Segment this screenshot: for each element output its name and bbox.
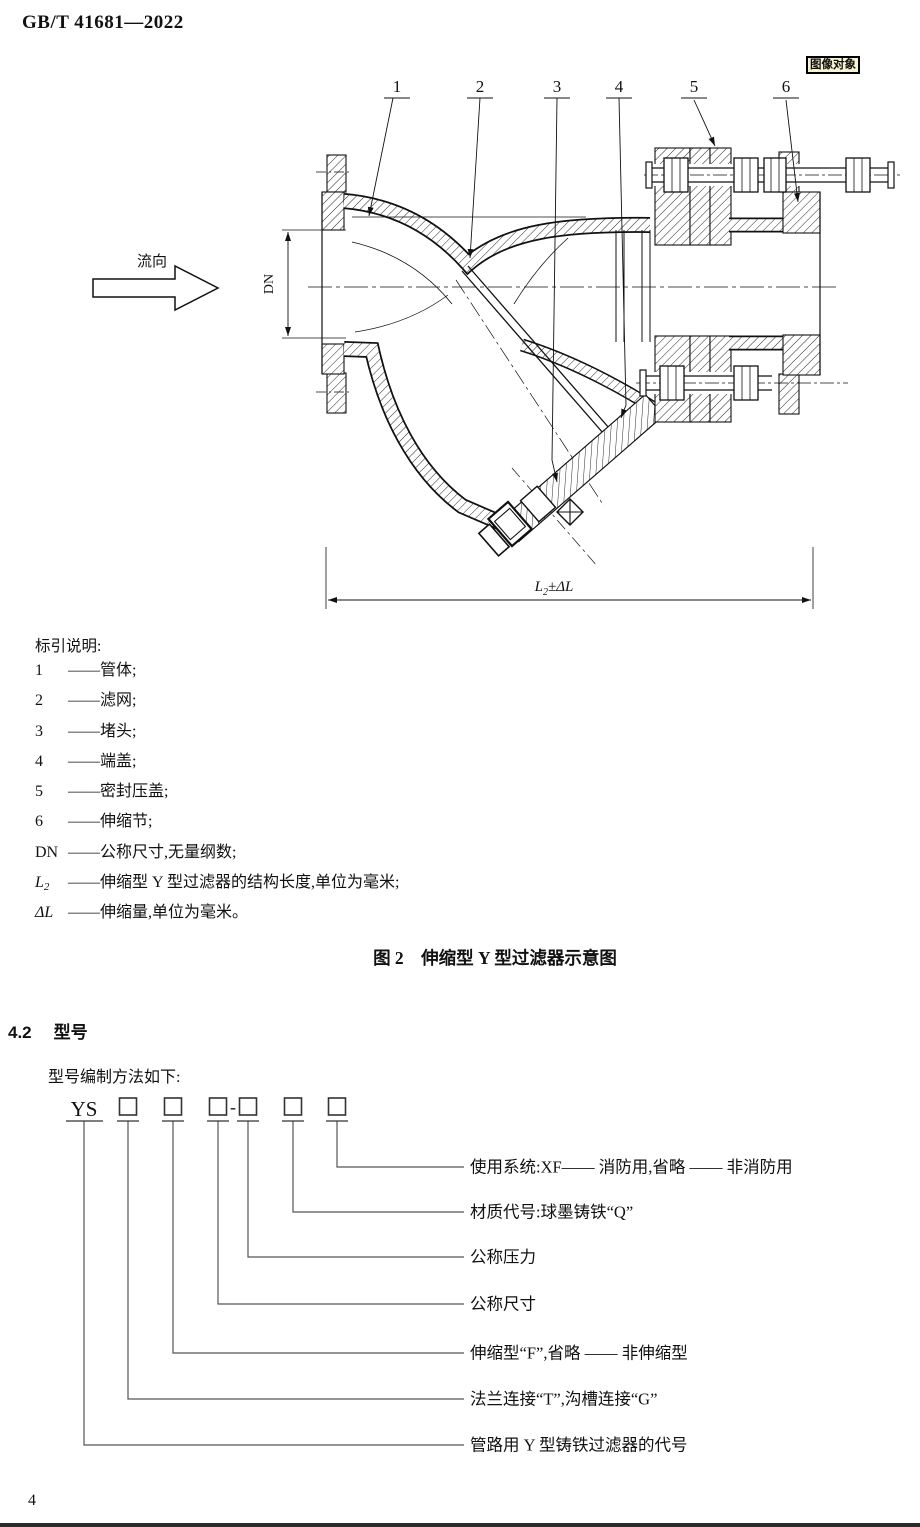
model-label-code: 管路用 Y 型铸铁过滤器的代号	[470, 1436, 688, 1455]
model-label-expansion: 伸缩型“F”,省略 —— 非伸缩型	[470, 1344, 688, 1363]
model-label-pressure: 公称压力	[470, 1248, 536, 1267]
legend-item: L2——伸缩型 Y 型过滤器的结构长度,单位为毫米;	[35, 874, 400, 894]
top-tie-rod	[644, 157, 900, 193]
flow-direction: 流向	[92, 253, 220, 312]
callout-2: 2	[476, 77, 485, 96]
model-connector-lines	[83, 1121, 464, 1446]
figure-caption: 图 2 伸缩型 Y 型过滤器示意图	[373, 948, 617, 968]
page-edge-bar	[0, 1523, 920, 1527]
left-flange	[316, 154, 352, 414]
model-prefix: YS	[71, 1097, 98, 1121]
model-label-material: 材质代号:球墨铸铁“Q”	[470, 1203, 633, 1222]
model-code-boxes: YS -	[66, 1097, 348, 1122]
callout-5: 5	[690, 77, 699, 96]
model-intro: 型号编制方法如下:	[48, 1069, 181, 1086]
model-label-connection: 法兰连接“T”,沟槽连接“G”	[470, 1390, 657, 1409]
image-object-badge[interactable]: 图像对象	[806, 56, 860, 74]
end-cap	[499, 393, 665, 543]
model-label-system: 使用系统:XF—— 消防用,省略 —— 非消防用	[470, 1158, 793, 1177]
bottom-tie-rod	[636, 365, 848, 401]
legend-item: 6——伸缩节;	[35, 813, 153, 831]
standard-code: GB/T 41681—2022	[22, 12, 184, 33]
callout-6: 6	[782, 77, 791, 96]
right-flange	[778, 151, 821, 415]
hex-nut	[659, 365, 685, 401]
callout-numbers: 1 2 3 4 5 6	[393, 77, 791, 96]
legend-item: 1——管体;	[35, 662, 137, 679]
callout-1: 1	[393, 77, 402, 96]
hex-nut	[733, 365, 759, 401]
section-heading: 4.2 型号	[8, 1018, 88, 1043]
model-label-size: 公称尺寸	[470, 1295, 536, 1314]
length-dim-label: L2±ΔL	[534, 579, 574, 598]
section-number: 4.2	[8, 1023, 32, 1042]
dn-dimension: DN	[262, 229, 346, 339]
legend-item: 5——密封压盖;	[35, 783, 169, 801]
hex-nut	[763, 157, 787, 193]
legend-item: ΔL——伸缩量,单位为毫米。	[35, 904, 249, 922]
page-number: 4	[28, 1492, 36, 1509]
legend-item: DN——公称尺寸,无量纲数;	[35, 843, 237, 861]
hex-nut	[845, 157, 871, 193]
legend-title: 标引说明:	[35, 638, 102, 655]
callout-leaders	[367, 97, 800, 483]
callout-3: 3	[553, 77, 562, 96]
model-field-labels: 使用系统:XF—— 消防用,省略 —— 非消防用 材质代号:球墨铸铁“Q” 公称…	[470, 1158, 793, 1455]
section-title: 型号	[53, 1023, 88, 1042]
dn-label: DN	[262, 274, 277, 294]
hex-nut	[663, 157, 689, 193]
screen-element	[461, 265, 617, 442]
length-dimension: L2±ΔL	[325, 547, 814, 609]
legend-item: 2——滤网;	[35, 692, 137, 710]
plug-centerline	[511, 467, 599, 568]
strainer-body-walls	[343, 193, 661, 536]
model-separator: -	[230, 1097, 236, 1117]
callout-4: 4	[615, 77, 624, 96]
y-strainer-section-drawing: 1 2 3 4 5 6 流向 DN L2±ΔL	[92, 77, 900, 609]
plug	[477, 485, 584, 558]
legend-item: 3——堵头;	[35, 722, 137, 740]
legend: 标引说明: 1——管体; 2——滤网; 3——堵头; 4——端盖; 5——密封压…	[35, 634, 655, 929]
legend-item: 4——端盖;	[35, 752, 137, 770]
model-code-diagram: YS - 使用系统:XF—— 消防用,省略 —— 非消防用 材质代号:球墨铸铁“…	[66, 1097, 793, 1455]
flow-label: 流向	[137, 253, 167, 270]
flow-arrow-icon	[92, 264, 220, 312]
hex-nut	[733, 157, 759, 193]
